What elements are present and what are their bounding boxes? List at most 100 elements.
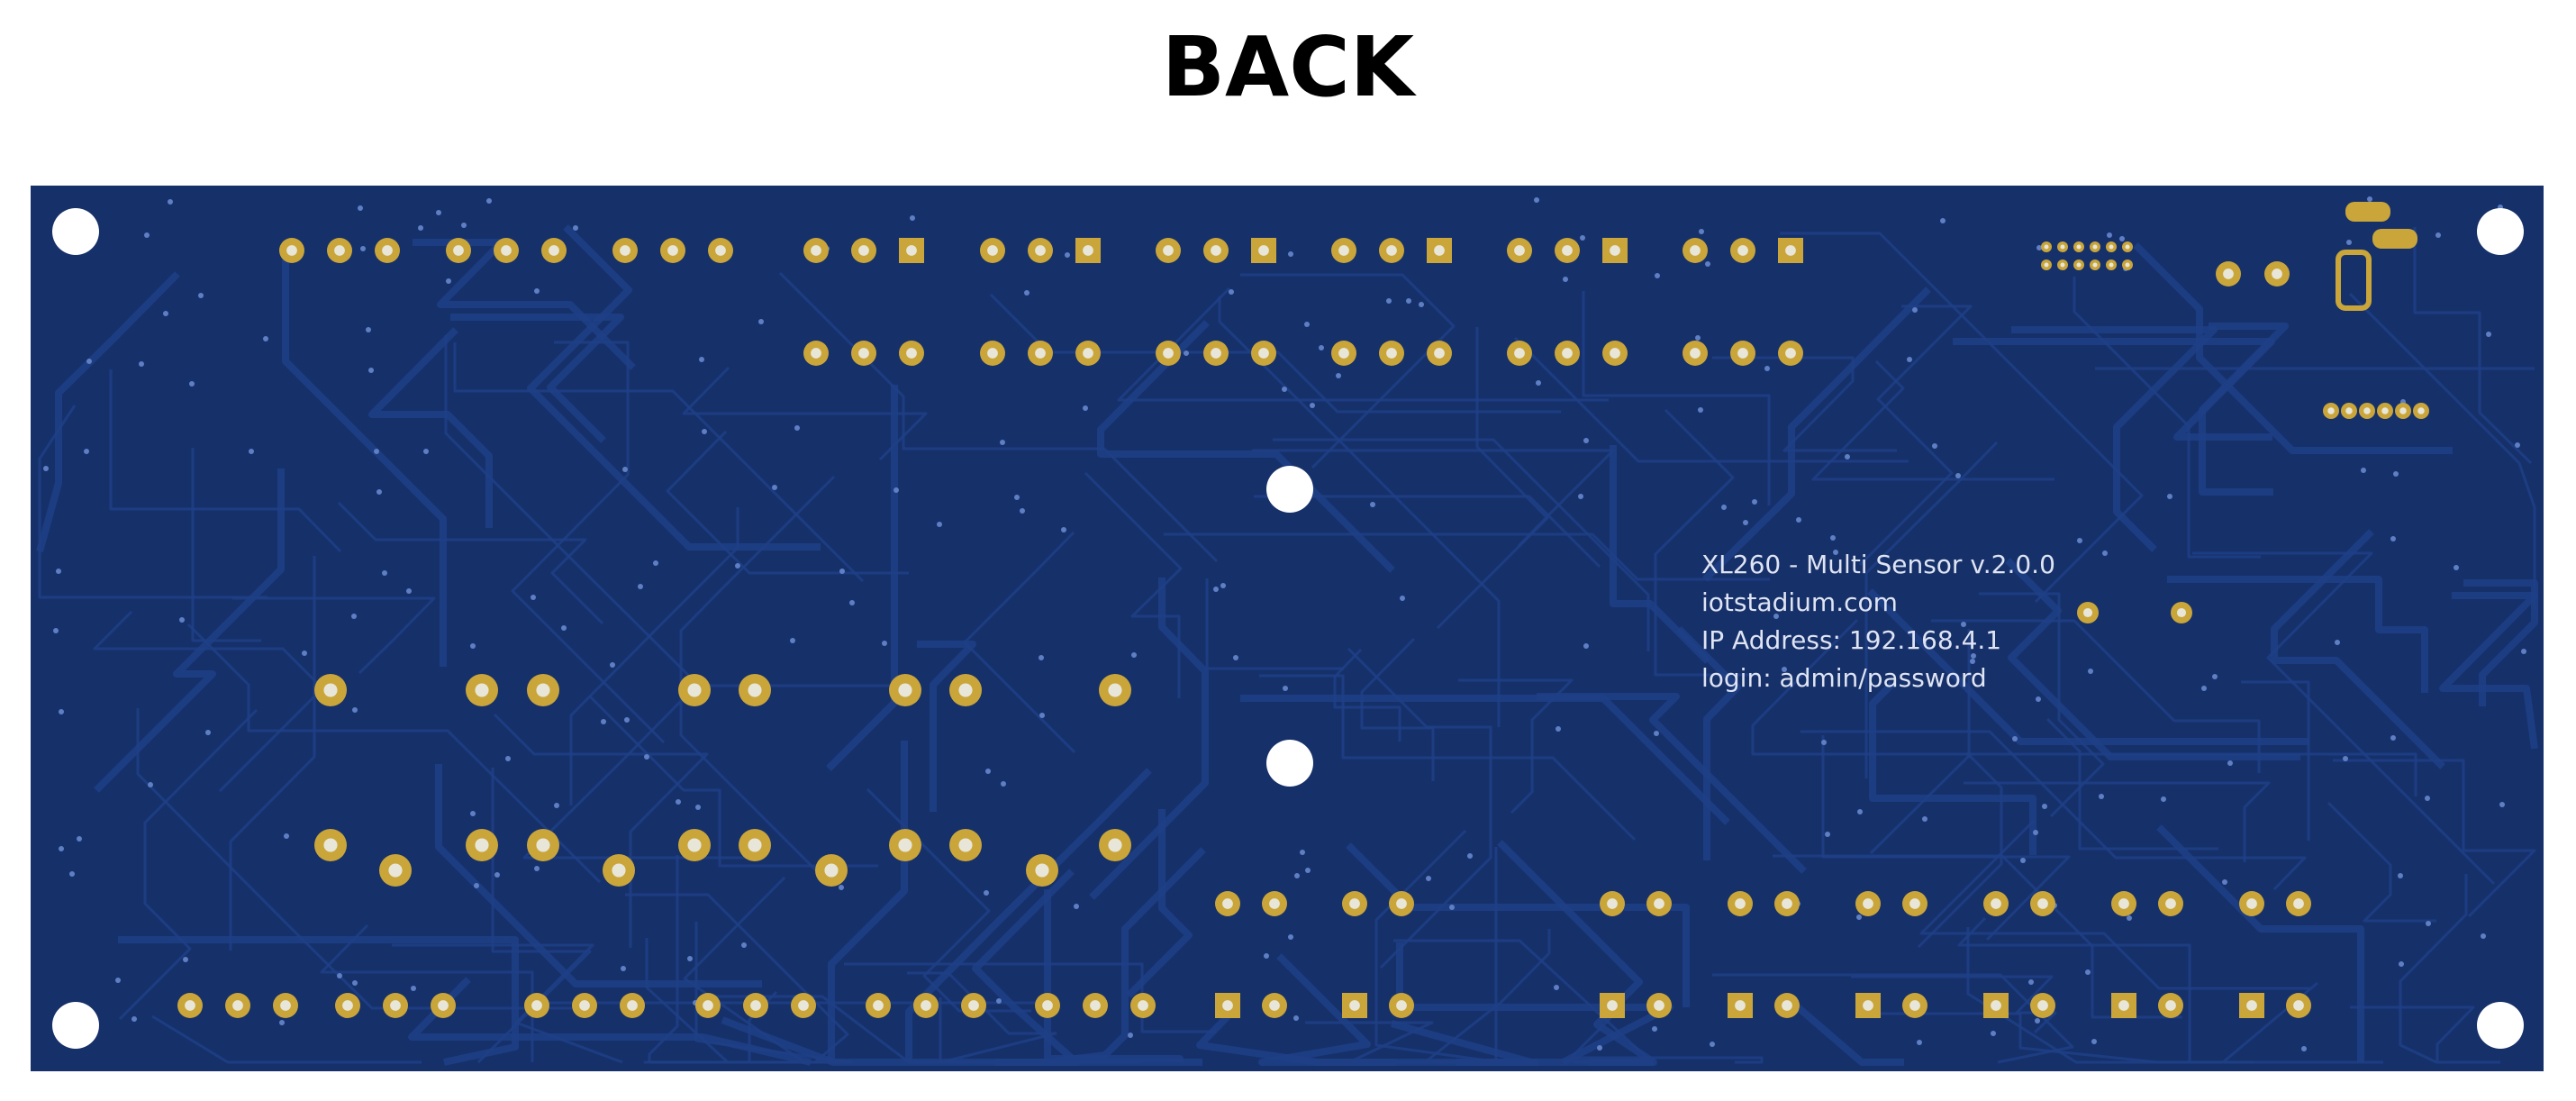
pcb-via	[86, 359, 92, 364]
pcb-trace	[1712, 973, 2074, 1064]
pcb-via	[2099, 794, 2104, 799]
pcb-via	[423, 449, 429, 454]
pcb-via	[1310, 403, 1315, 408]
pcb-via	[279, 1020, 285, 1025]
pcb-pad-drill	[2327, 407, 2335, 414]
pcb-trace	[2045, 717, 2218, 851]
pcb-pad-drill	[1035, 863, 1049, 878]
pcb-pad-drill	[185, 1000, 195, 1011]
pcb-via	[418, 225, 423, 231]
pcb-via	[2343, 756, 2348, 761]
pcb-via	[1014, 495, 1020, 500]
pcb-pad-drill	[811, 348, 821, 359]
pcb-via	[1912, 307, 1918, 313]
pcb-via	[1294, 873, 1300, 878]
pcb-trace	[2439, 592, 2538, 750]
pcb-via	[1131, 652, 1137, 658]
pcb-pad-drill	[1562, 348, 1573, 359]
pcb-via	[1597, 1045, 1602, 1051]
pcb-pad-drill	[748, 838, 762, 852]
pcb-pad-drill	[1607, 898, 1618, 909]
pcb-via	[183, 957, 188, 962]
pcb-pad-drill	[1991, 1000, 2001, 1011]
pcb-via	[1370, 502, 1375, 507]
pcb-via	[2161, 796, 2166, 802]
pcb-pad-drill	[579, 1000, 590, 1011]
pcb-trace	[651, 922, 853, 1064]
pcb-pad-drill	[1396, 1000, 1407, 1011]
pcb-via	[610, 662, 615, 668]
pcb-pad-drill	[811, 245, 821, 256]
pcb-pad-drill	[536, 838, 550, 852]
pcb-pad-drill	[2076, 262, 2082, 268]
pcb-trace	[38, 405, 268, 599]
pcb-trace	[1800, 730, 2307, 891]
pcb-pad-drill	[1338, 348, 1349, 359]
pcb-traces	[36, 196, 2538, 1066]
pcb-pad-drill	[2223, 268, 2234, 279]
pcb-via	[1406, 298, 1411, 304]
pcb-trace	[1864, 441, 1999, 778]
pcb-pad-drill	[1108, 838, 1122, 852]
pcb-trace	[118, 708, 259, 1021]
pcb-pad-drill	[2092, 244, 2098, 250]
pcb-trace	[1205, 578, 1344, 670]
pcb-trace	[844, 962, 1216, 1033]
pcb-pad-drill	[1735, 1000, 1746, 1011]
pcb-via	[1655, 273, 1660, 278]
mounting-hole	[52, 1002, 99, 1049]
pcb-via	[1282, 387, 1287, 392]
pcb-trace	[963, 531, 1076, 754]
pcb-pad-drill	[2037, 1000, 2048, 1011]
pcb-trace	[2350, 1005, 2500, 1064]
pcb-trace	[1084, 471, 1183, 698]
pcb-trace	[453, 342, 865, 583]
pcb-pad-drill	[687, 683, 702, 697]
pcb-trace	[1966, 927, 2383, 1064]
pcb-board-back: XL260 - Multi Sensor v.2.0.0 iotstadium.…	[31, 186, 2544, 1071]
pcb-via	[168, 199, 173, 205]
pcb-via	[1932, 443, 1937, 449]
pcb-via	[1940, 218, 1946, 223]
pcb-pad-drill	[2060, 244, 2065, 250]
pcb-pad-drill	[750, 1000, 761, 1011]
silkscreen-line-website: iotstadium.com	[1701, 587, 1898, 617]
pcb-via	[1695, 335, 1701, 341]
pcb-trace	[989, 293, 1561, 414]
pcb-trace	[1513, 336, 1909, 463]
pcb-via	[1907, 357, 1912, 362]
pcb-via	[376, 489, 382, 495]
pcb-via	[1554, 985, 1559, 990]
pcb-via	[849, 600, 855, 605]
pcb-trace	[93, 610, 324, 793]
pcb-via	[2088, 669, 2093, 674]
pcb-pad-drill	[987, 348, 998, 359]
pcb-pad-drill	[2082, 607, 2093, 618]
pcb-via	[77, 836, 82, 842]
pcb-pad-drill	[2060, 262, 2065, 268]
pcb-trace	[1712, 356, 1897, 452]
pcb-via	[1449, 905, 1455, 910]
pcb-via	[1971, 653, 1976, 659]
pcb-via	[1400, 596, 1405, 601]
pcb-pad-drill	[958, 838, 973, 852]
pcb-via	[1300, 850, 1305, 855]
pcb-via	[59, 709, 64, 714]
pcb-via	[1782, 667, 1787, 672]
pcb-trace	[368, 327, 493, 528]
pcb-via	[1583, 643, 1589, 649]
pcb-pad-drill	[2109, 244, 2114, 250]
pcb-trace	[118, 936, 519, 1066]
pcb-via	[179, 617, 185, 623]
pcb-via	[2036, 696, 2041, 702]
pcb-trace	[109, 369, 342, 553]
pcb-trace	[588, 695, 878, 868]
pcb-via	[638, 584, 643, 589]
pcb-via	[2222, 879, 2227, 885]
pcb-trace	[1046, 847, 1206, 1066]
mounting-hole	[2477, 208, 2524, 255]
pcb-via	[1039, 655, 1044, 660]
pcb-trace	[1436, 327, 1549, 630]
pcb-trace	[1780, 232, 2144, 604]
pcb-trace	[1097, 320, 1395, 573]
